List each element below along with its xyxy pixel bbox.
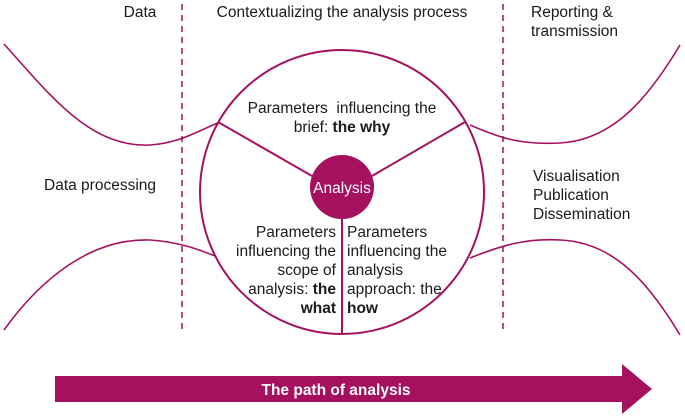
- analysis-center-node: [310, 155, 374, 219]
- label-publication: Publication: [533, 187, 609, 204]
- what-line4-bold: the: [313, 281, 337, 298]
- why-line2-normal: brief:: [294, 119, 333, 136]
- what-line4-normal: analysis:: [248, 281, 313, 298]
- path-arrow: [55, 364, 652, 414]
- lower-left-curve: [3, 239, 216, 331]
- what-line2: influencing the: [236, 243, 336, 260]
- label-data-processing: Data processing: [44, 177, 156, 194]
- what-line5: what: [300, 300, 336, 317]
- how-line3: analysis: [347, 262, 403, 279]
- label-visualisation: Visualisation: [533, 168, 620, 185]
- heading-reporting-line1: Reporting &: [531, 4, 614, 21]
- analysis-center-label: Analysis: [313, 180, 371, 197]
- how-line2: influencing the: [347, 243, 447, 260]
- what-line4: analysis: the: [248, 281, 336, 298]
- how-line4: approach: the: [347, 281, 442, 298]
- heading-context: Contextualizing the analysis process: [217, 4, 468, 21]
- how-line5: how: [347, 300, 379, 317]
- upper-right-curve: [469, 44, 681, 145]
- heading-reporting-line2: transmission: [531, 23, 618, 40]
- why-line1: Parameters influencing the: [248, 100, 437, 117]
- lower-right-curve: [469, 238, 681, 336]
- why-line2: brief: the why: [294, 119, 391, 136]
- how-line1: Parameters: [347, 224, 427, 241]
- why-line2-bold: the why: [333, 119, 391, 136]
- heading-data: Data: [124, 4, 157, 21]
- upper-left-curve: [3, 43, 221, 146]
- what-line3: scope of: [277, 262, 336, 279]
- path-arrow-label: The path of analysis: [261, 382, 410, 399]
- what-line1: Parameters: [256, 224, 336, 241]
- divider-line-right: [371, 121, 466, 177]
- divider-line-left: [217, 121, 313, 177]
- label-dissemination: Dissemination: [533, 206, 630, 223]
